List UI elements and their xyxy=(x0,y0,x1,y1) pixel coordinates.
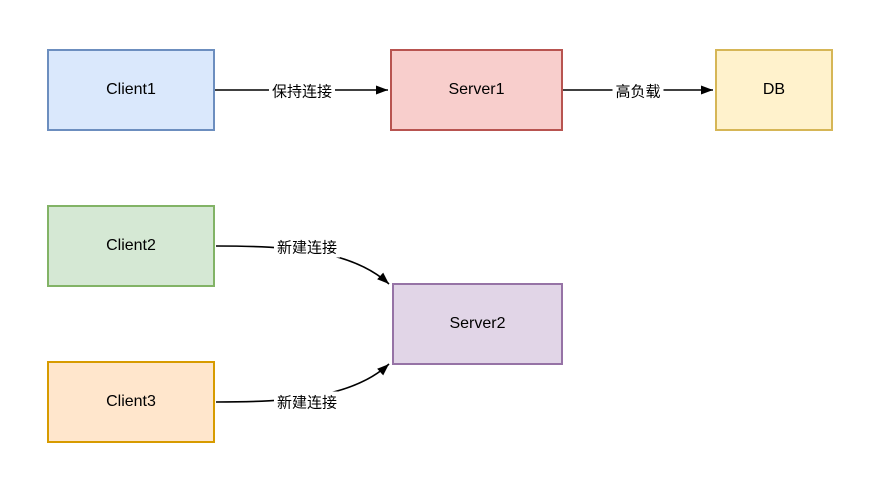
edge-label-high-load: 高负载 xyxy=(612,80,664,102)
edge-label-keep-connection: 保持连接 xyxy=(268,80,336,102)
node-client1-label: Client1 xyxy=(106,81,156,98)
edge-label-new-connection-bottom: 新建连接 xyxy=(273,391,341,413)
node-server2[interactable]: Server2 xyxy=(392,283,563,365)
node-server1[interactable]: Server1 xyxy=(390,49,563,131)
node-db[interactable]: DB xyxy=(715,49,833,131)
node-client2-label: Client2 xyxy=(106,237,156,254)
node-server1-label: Server1 xyxy=(448,81,505,98)
node-client3-label: Client3 xyxy=(106,393,156,410)
node-client3[interactable]: Client3 xyxy=(47,361,215,443)
node-server2-label: Server2 xyxy=(449,315,506,332)
edge-label-new-connection-top: 新建连接 xyxy=(273,236,341,258)
node-db-label: DB xyxy=(762,81,786,98)
node-client1[interactable]: Client1 xyxy=(47,49,215,131)
node-client2[interactable]: Client2 xyxy=(47,205,215,287)
